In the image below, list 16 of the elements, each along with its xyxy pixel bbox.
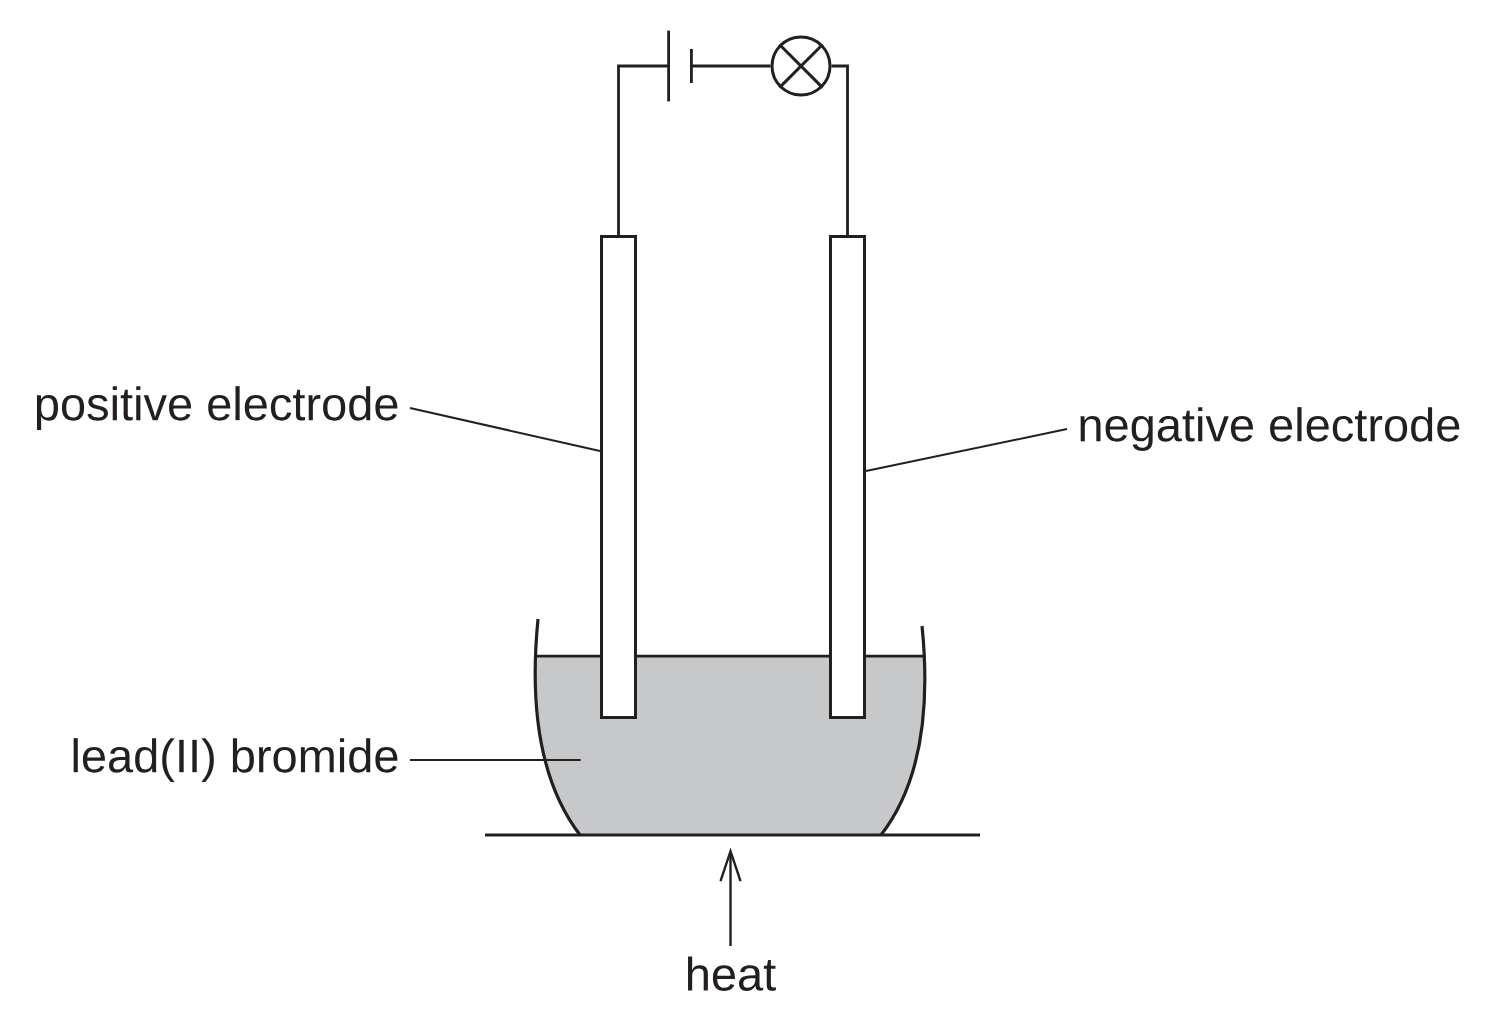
molten-liquid xyxy=(535,654,925,835)
wire xyxy=(691,64,771,68)
electrode xyxy=(600,235,637,719)
leader-line xyxy=(409,407,601,452)
leader-line xyxy=(865,428,1068,472)
wire xyxy=(831,64,849,235)
leader-line xyxy=(409,759,582,761)
arrow xyxy=(719,847,742,946)
electrode xyxy=(829,235,866,719)
part-label: negative electrode xyxy=(1080,407,1460,451)
lamp-symbol xyxy=(770,35,832,97)
part-label: positive electrode xyxy=(36,386,398,430)
battery-symbol xyxy=(667,30,693,102)
part-label: heat xyxy=(688,956,776,991)
part-label: lead(II) bromide xyxy=(73,738,398,782)
wire xyxy=(617,64,669,235)
